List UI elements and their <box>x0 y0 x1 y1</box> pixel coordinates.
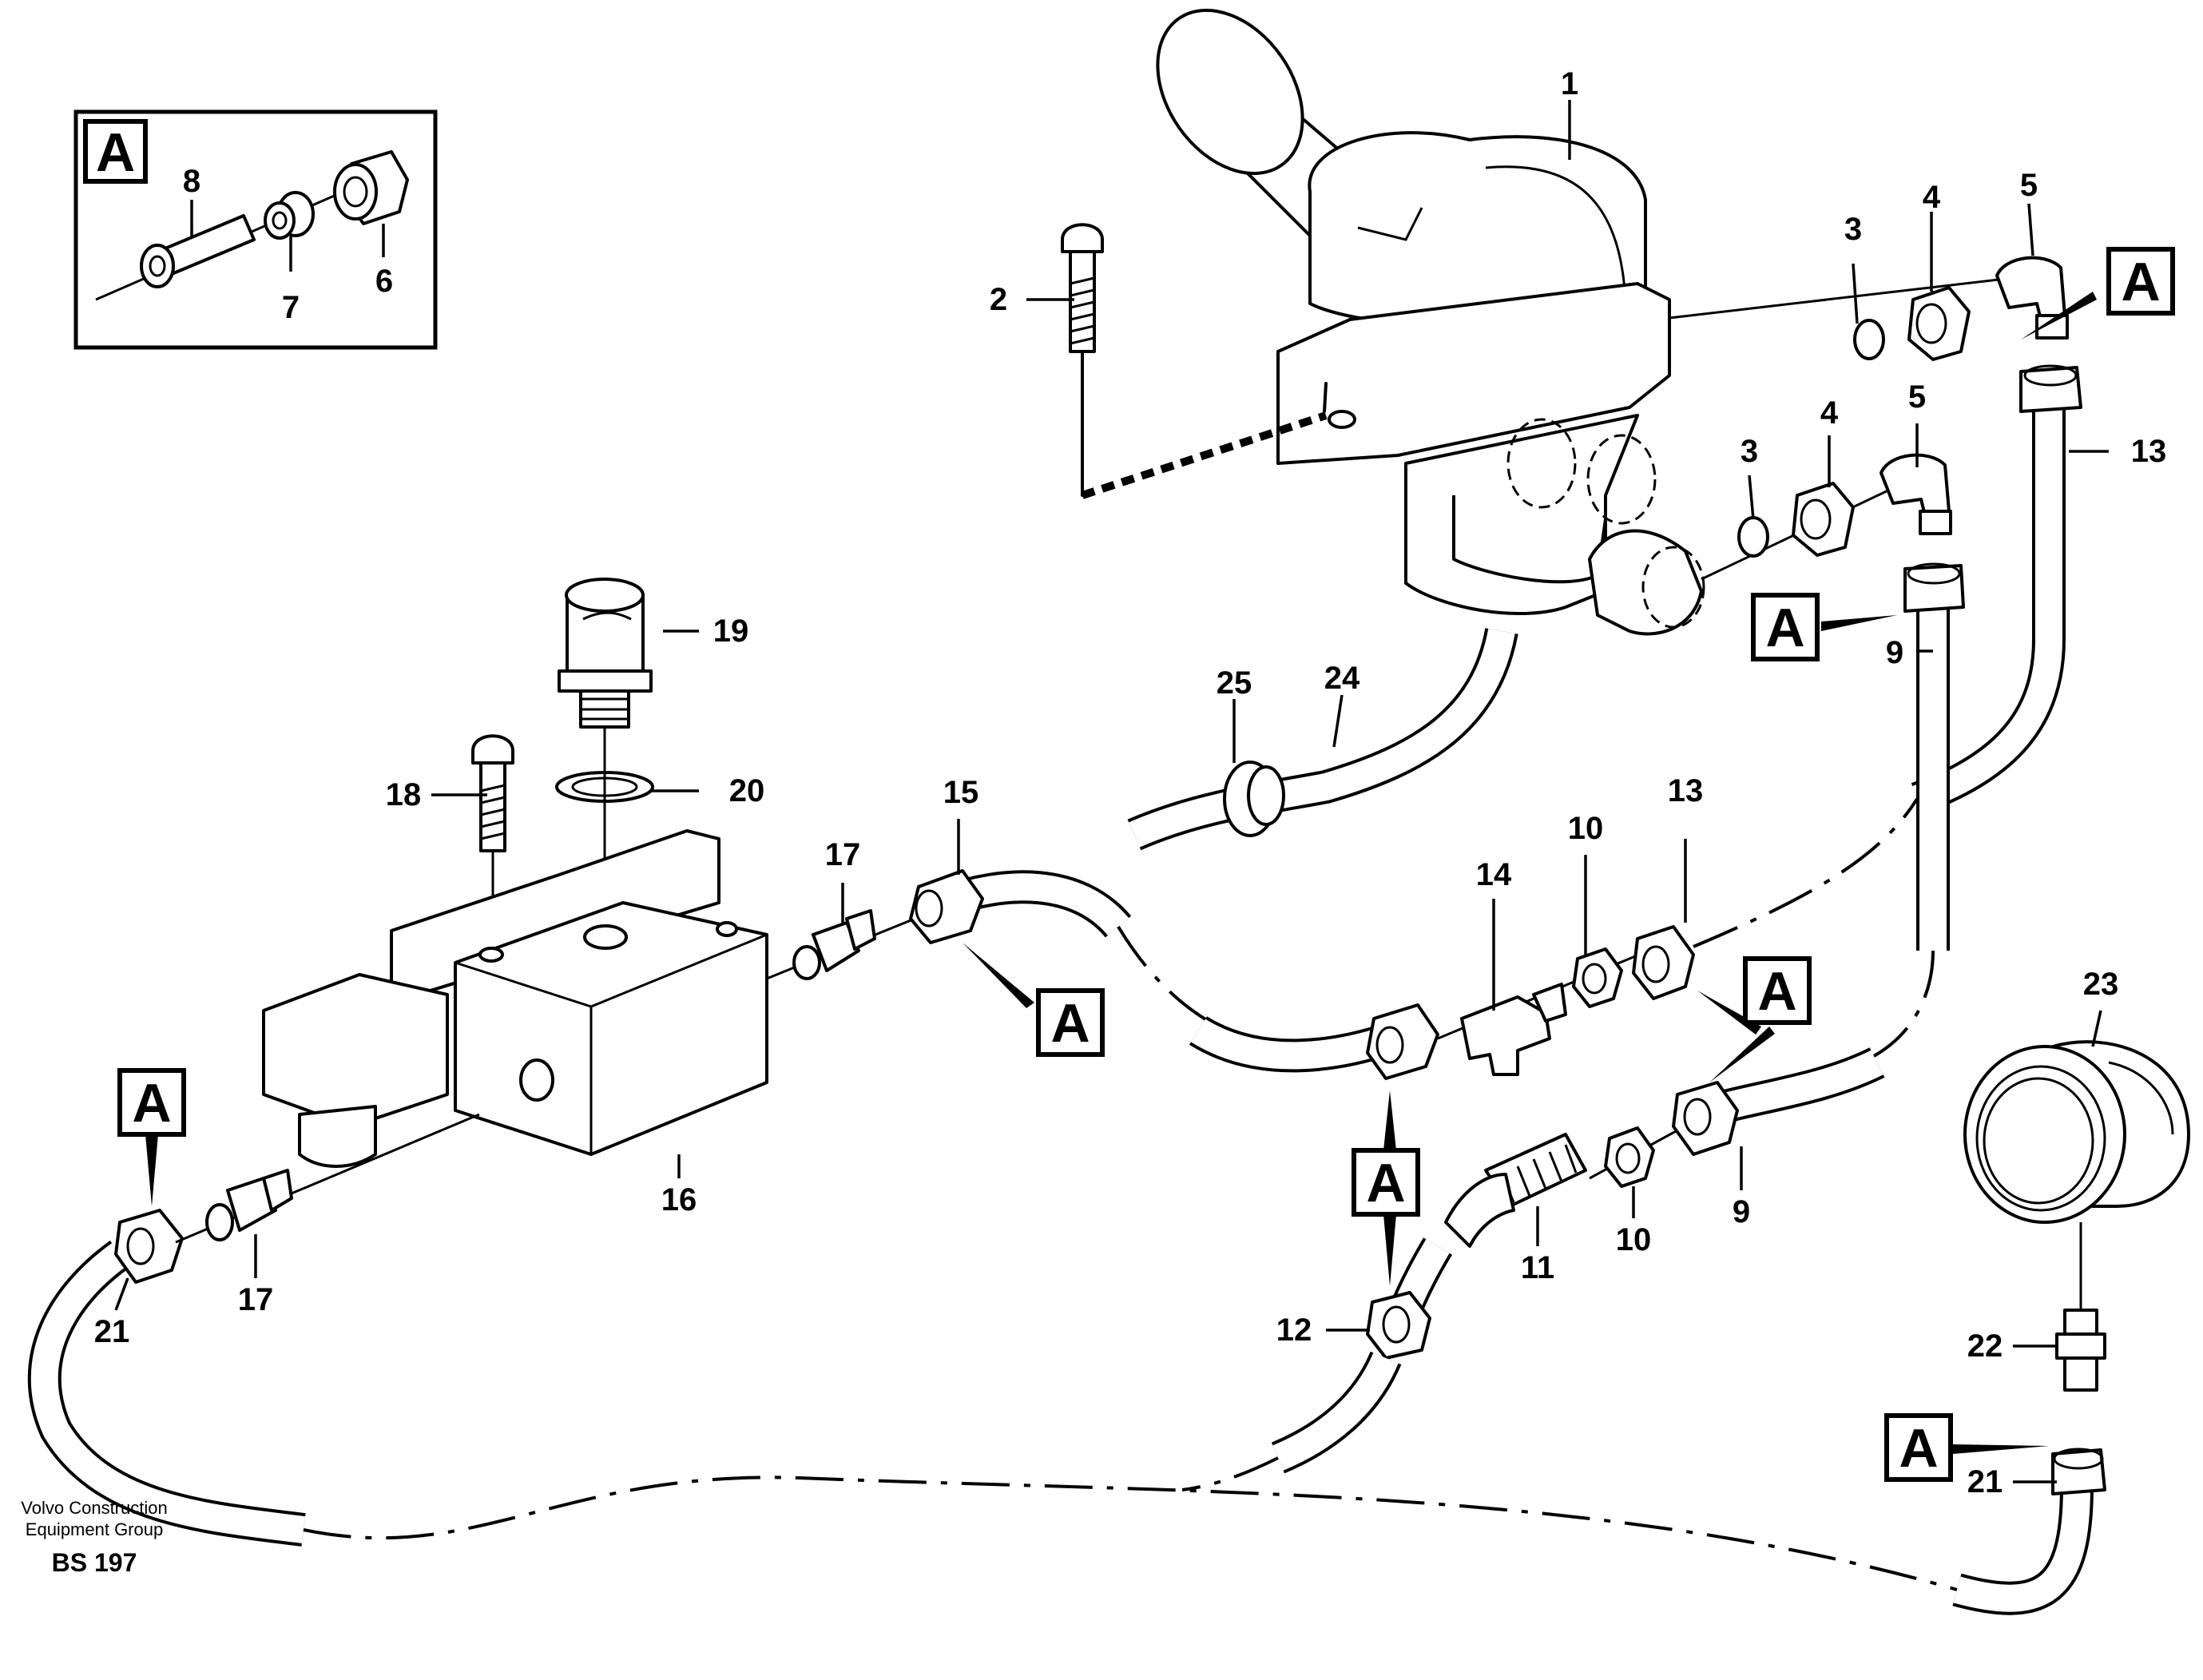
callout-21-right: 21 <box>1967 1464 2003 1499</box>
footer-company-line1: Volvo Construction <box>21 1498 167 1518</box>
callout-10-upper: 10 <box>1568 811 1604 846</box>
callout-5-upper: 5 <box>2020 168 2038 203</box>
solenoid-valve-16 <box>262 829 768 1168</box>
hose-21-long <box>27 1209 2106 1615</box>
callout-17-left: 17 <box>238 1282 274 1317</box>
tube-insert-8 <box>140 214 256 288</box>
ref-box-label: A <box>1050 993 1090 1054</box>
callout-20: 20 <box>729 773 765 808</box>
nut-12 <box>1181 1291 1431 1491</box>
elbow-hose-11 <box>1383 1133 1587 1334</box>
adapter-22 <box>2055 1222 2106 1392</box>
callout-1: 1 <box>1561 66 1578 101</box>
hose-9-vertical <box>1903 562 1965 951</box>
callout-2: 2 <box>990 282 1007 317</box>
callout-21-left: 21 <box>94 1314 130 1349</box>
hose-9-lower <box>1672 950 1935 1156</box>
callout-24: 24 <box>1324 661 1360 696</box>
callout-13-lower: 13 <box>1668 773 1704 808</box>
ref-a-gauge: A <box>1884 1413 2049 1482</box>
callout-3-upper: 3 <box>1844 212 1862 247</box>
leader-lines <box>114 100 2109 1483</box>
hose-15 <box>909 869 1375 1054</box>
nut-10-lower <box>1589 1126 1678 1188</box>
detail-inset-a: A 8 7 6 <box>73 109 438 350</box>
adapter-17-left <box>175 1113 480 1244</box>
callout-22: 22 <box>1967 1329 2003 1364</box>
callout-labels: 1 2 3 4 5 13 3 4 5 9 19 20 18 25 24 15 1… <box>94 66 2167 1499</box>
callout-16: 16 <box>661 1182 697 1217</box>
sleeve-7 <box>264 191 315 240</box>
ref-box-label: A <box>2121 252 2160 312</box>
callout-19: 19 <box>713 614 749 649</box>
callout-12: 12 <box>1276 1313 1312 1348</box>
callout-5-lower: 5 <box>1908 379 1926 415</box>
bolt-2 <box>1061 223 1328 499</box>
adapter-17-right <box>766 909 935 980</box>
callout-4-lower: 4 <box>1820 395 1839 431</box>
grommet-25 <box>1223 761 1285 837</box>
callout-11: 11 <box>1521 1250 1554 1285</box>
parking-brake-valve-1 <box>1156 8 1705 636</box>
ref-a-upper-right: A <box>2021 247 2175 340</box>
ref-box-label: A <box>1765 598 1804 658</box>
inset-ref-box-label: A <box>96 122 135 183</box>
ref-a-hose15: A <box>963 943 1105 1057</box>
ref-a-mid-right: A <box>1751 593 1897 661</box>
callout-3-lower: 3 <box>1741 434 1758 469</box>
ref-a-nut13: A <box>1697 956 1812 1082</box>
callout-25: 25 <box>1217 665 1252 701</box>
ref-box-label: A <box>1366 1153 1405 1213</box>
ref-box-label: A <box>132 1073 171 1134</box>
ref-box-label: A <box>1899 1418 1938 1479</box>
callout-9-lower: 9 <box>1733 1194 1750 1229</box>
callout-15: 15 <box>943 775 979 810</box>
cable-24 <box>1127 627 1518 851</box>
callout-8: 8 <box>183 164 200 199</box>
callout-9-upper: 9 <box>1886 635 1903 670</box>
pressure-switch-19 <box>558 578 653 729</box>
callout-6: 6 <box>375 264 393 299</box>
hose-13-right <box>1911 364 2082 815</box>
ref-a-center: A <box>1352 1090 1420 1286</box>
nut-13-union <box>1632 797 1919 1000</box>
callout-10-lower: 10 <box>1616 1222 1652 1257</box>
footer-drawing-code: BS 197 <box>52 1548 137 1577</box>
callout-13-upper: 13 <box>2131 434 2167 469</box>
nut-6 <box>333 150 409 225</box>
tee-fitting-14 <box>1437 937 1678 1076</box>
callout-17-right: 17 <box>825 837 861 872</box>
nut-10-upper <box>1572 947 1623 1008</box>
callout-23: 23 <box>2083 967 2119 1002</box>
callout-14: 14 <box>1476 857 1512 892</box>
hose-to-tee <box>1189 1003 1439 1080</box>
fitting-stack-lower <box>1701 453 1952 581</box>
footer-block: Volvo Construction Equipment Group BS 19… <box>21 1498 167 1577</box>
footer-company-line2: Equipment Group <box>26 1519 163 1539</box>
ref-a-left: A <box>117 1068 186 1206</box>
callout-7: 7 <box>282 290 300 325</box>
pressure-gauge-23 <box>1963 1040 2190 1224</box>
callout-4-upper: 4 <box>1923 180 1941 215</box>
ref-box-label: A <box>1757 961 1796 1022</box>
callout-18: 18 <box>386 777 422 812</box>
fitting-stack-upper <box>1669 256 2069 361</box>
